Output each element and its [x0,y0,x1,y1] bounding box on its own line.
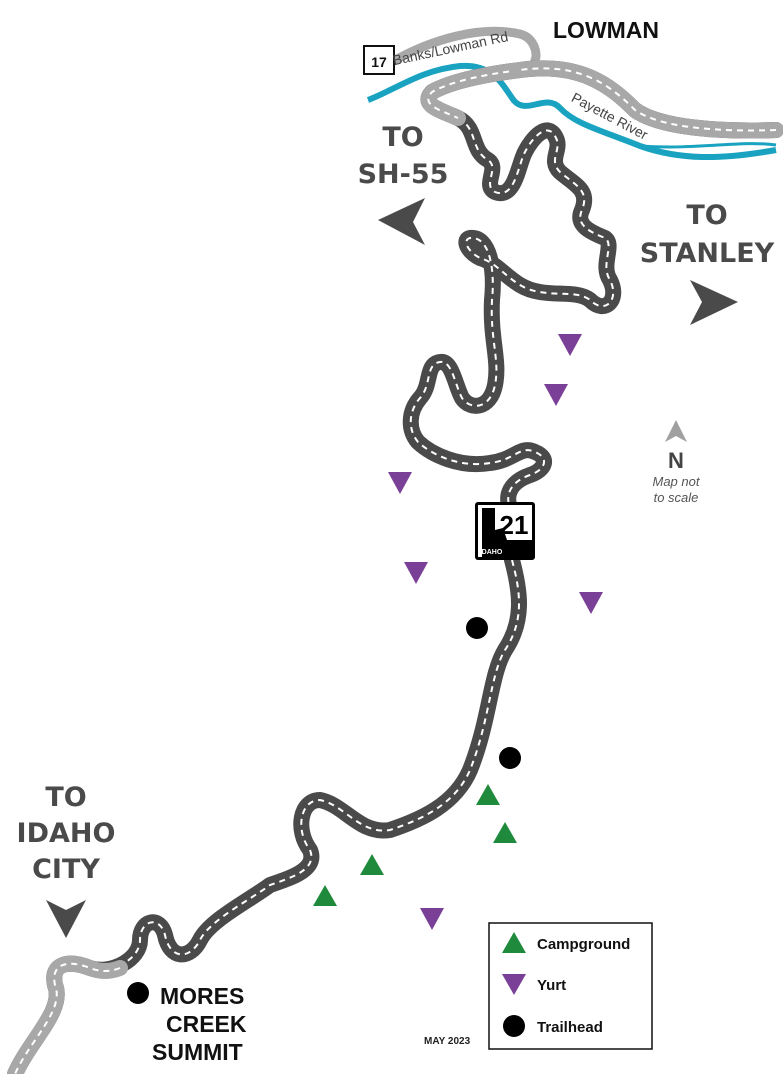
trailhead-icon[interactable] [466,617,488,639]
campground-icon[interactable] [313,885,337,906]
yurt-icon[interactable] [420,908,444,930]
legend: Campground Yurt Trailhead [488,922,653,1050]
highway-21-north-section [402,60,783,516]
legend-trailhead-label: Trailhead [537,1019,603,1036]
campground-icon[interactable] [360,854,384,875]
scale-note-line2: to scale [654,490,699,505]
trailhead-icon[interactable] [499,747,521,769]
direction-arrow-icon [690,280,738,325]
town-label-lowman: LOWMAN [553,17,659,43]
trailhead-icon [503,1015,525,1037]
campground-icon [502,932,526,953]
map-date: MAY 2023 [424,1036,471,1047]
route-17-label: 17 [371,54,387,70]
direction-stanley-line2: STANLEY [640,238,775,269]
yurt-icon[interactable] [388,472,412,494]
summit-label-line3: SUMMIT [152,1039,243,1065]
campground-icon[interactable] [476,784,500,805]
direction-stanley-line1: TO [686,200,727,231]
highway-21-south-section [7,552,527,1074]
north-letter: N [668,448,684,473]
trailhead-markers [127,617,521,1004]
route-17-shield-icon: 17 [363,45,395,75]
direction-idaho-city-line2: IDAHO [17,818,116,849]
direction-sh55-line2: SH-55 [358,159,449,190]
route-21-state-label: IDAHO [480,549,503,556]
yurt-markers [388,334,603,930]
yurt-icon[interactable] [404,562,428,584]
legend-yurt-label: Yurt [537,977,566,994]
direction-arrow-icon [378,198,425,245]
yurt-icon[interactable] [558,334,582,356]
north-arrow-icon: N Map not to scale [653,420,701,505]
campground-icon[interactable] [493,822,517,843]
direction-idaho-city-line1: TO [45,782,86,813]
banks-lowman-road [387,26,541,67]
direction-idaho-city-line3: CITY [32,854,100,885]
yurt-icon [502,974,526,995]
trailhead-icon[interactable] [127,982,149,1004]
yurt-icon[interactable] [544,384,568,406]
direction-sh55-line1: TO [382,122,423,153]
summit-label-line1: MORES [160,983,244,1009]
idaho-shield-icon: 21 IDAHO [475,502,535,560]
legend-campground-label: Campground [537,936,630,953]
scale-note-line1: Map not [653,474,701,489]
summit-label-line2: CREEK [166,1011,247,1037]
campground-markers [313,784,517,906]
route-21-label: 21 [500,510,529,540]
direction-arrow-icon [46,900,86,938]
yurt-icon[interactable] [579,592,603,614]
payette-river [366,62,777,161]
